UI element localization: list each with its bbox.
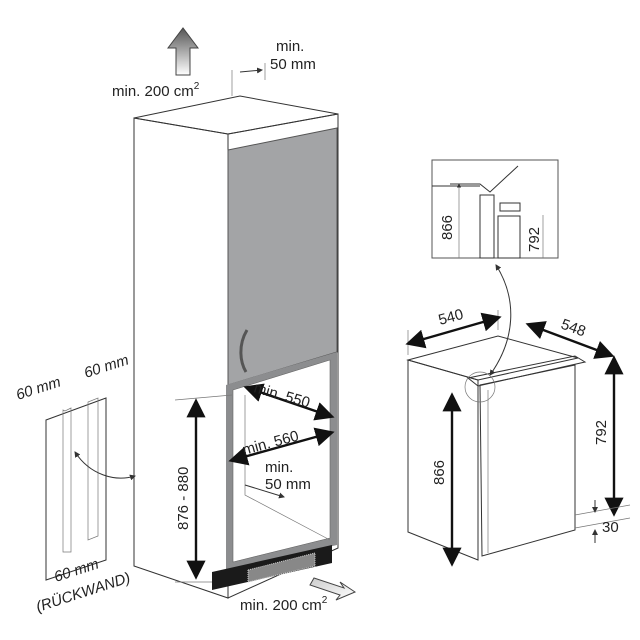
door-handle	[239, 329, 249, 373]
vent-grille	[247, 552, 316, 583]
appliance-door-height-label: 792	[593, 420, 610, 445]
cabinet-door	[227, 127, 338, 386]
bottom-vent-label: min. 200 cm2	[240, 595, 328, 614]
top-gap-label-1: min.	[276, 38, 304, 55]
hinge-detail-inset: 866 792	[431, 159, 559, 259]
tall-cabinet	[133, 95, 339, 599]
rear-slot-left	[62, 407, 72, 553]
appliance-height-label: 866	[431, 460, 448, 485]
foot-height-label: 30	[602, 519, 619, 536]
niche-height-label: 876 - 880	[175, 467, 192, 530]
top-gap-label-2: 50 mm	[270, 56, 316, 73]
appliance-width-label: 540	[437, 306, 466, 329]
rear-panel	[45, 397, 107, 581]
inset-door-height-label: 792	[526, 227, 543, 252]
inset-height-label: 866	[439, 215, 456, 240]
rear-left-slot-label: 60 mm	[14, 373, 63, 403]
rear-gap-label-1: min.	[265, 459, 293, 476]
air-inlet-arrow-icon	[309, 577, 357, 601]
air-outlet-arrow-icon	[167, 27, 199, 76]
rear-gap-label-2: 50 mm	[265, 476, 311, 493]
rear-slot-right	[87, 397, 99, 541]
cabinet-top	[133, 95, 339, 135]
built-in-appliance	[406, 310, 587, 561]
rear-right-slot-label: 60 mm	[82, 351, 131, 381]
appliance-door	[479, 364, 576, 557]
top-vent-label: min. 200 cm2	[112, 81, 200, 100]
